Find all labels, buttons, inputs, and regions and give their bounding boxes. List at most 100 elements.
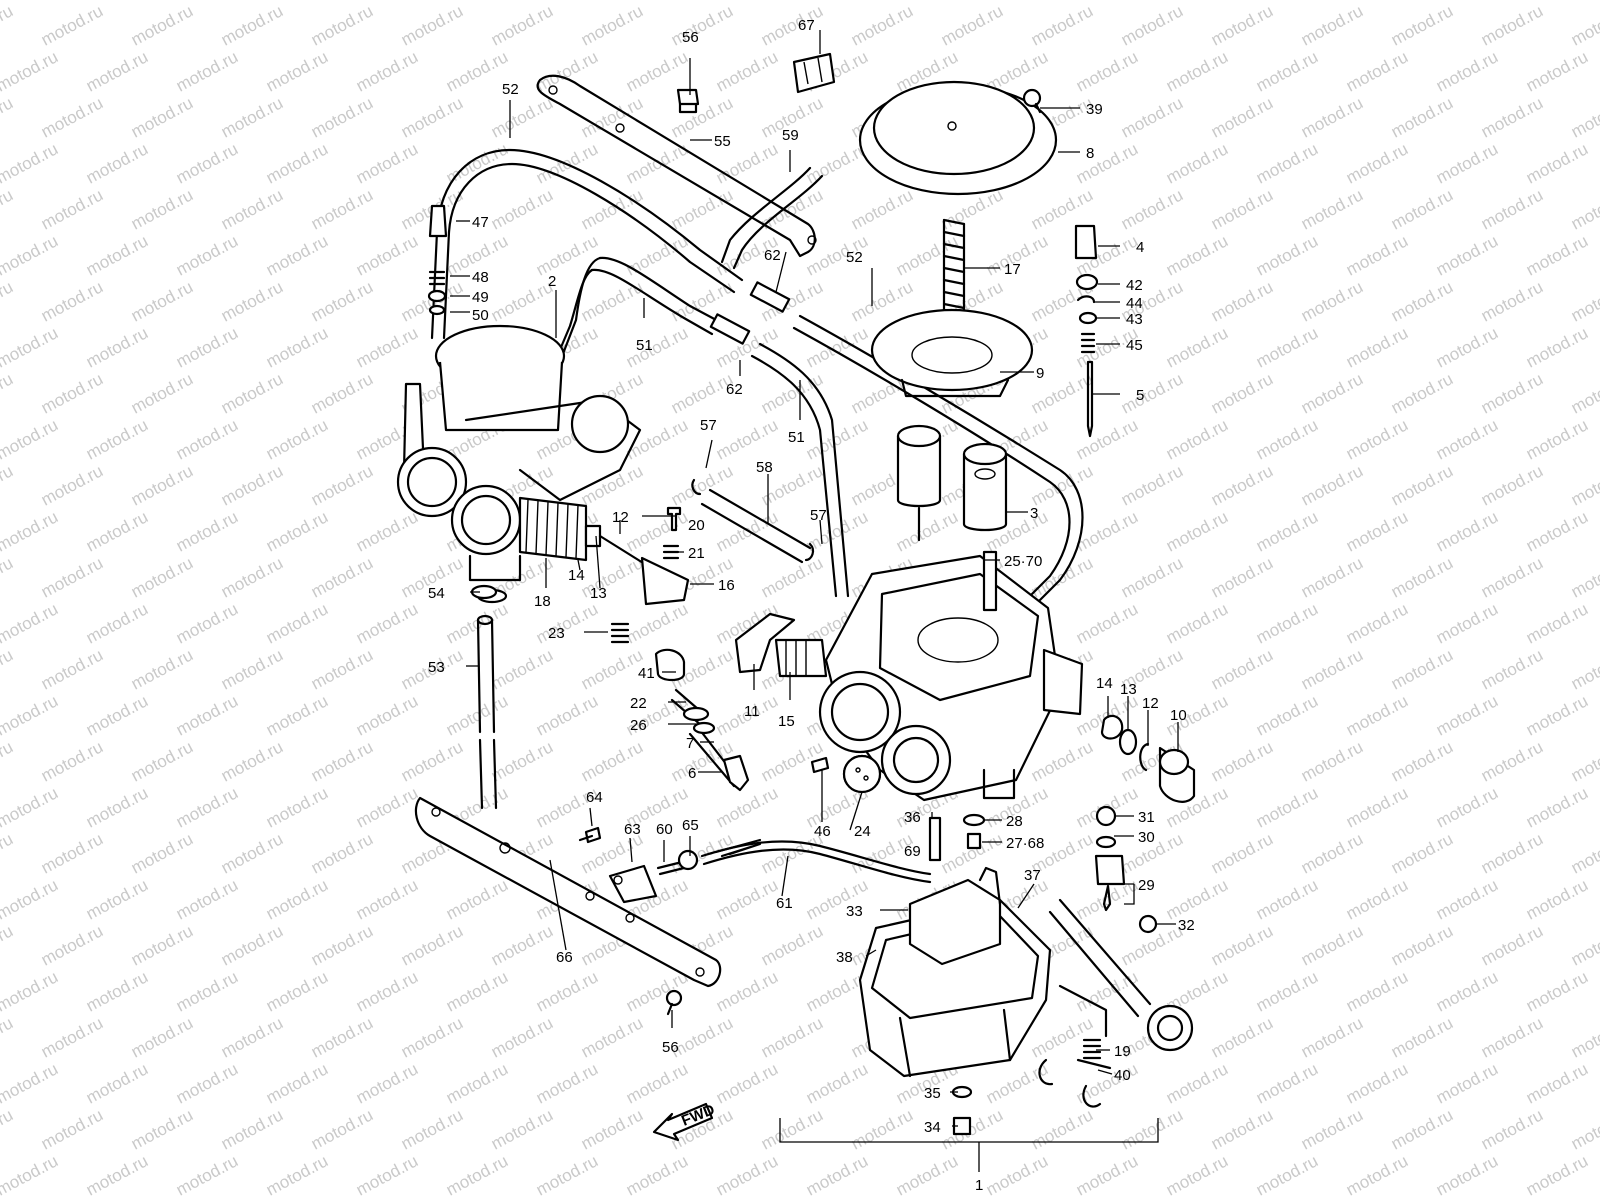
watermark-text: motod.ru <box>1478 1105 1546 1153</box>
watermark-text: motod.ru <box>218 277 286 325</box>
watermark-text: motod.ru <box>803 1059 871 1107</box>
watermark-text: motod.ru <box>83 139 151 187</box>
watermark-text: motod.ru <box>308 1013 376 1061</box>
callout-28: 28 <box>1006 813 1023 830</box>
watermark-text: motod.ru <box>1523 1059 1591 1107</box>
watermark-text: motod.ru <box>488 185 556 233</box>
watermark-text: motod.ru <box>353 599 421 647</box>
watermark-text: motod.ru <box>1343 139 1411 187</box>
watermark-text: motod.ru <box>1118 1 1186 49</box>
callout-29: 29 <box>1138 877 1155 894</box>
watermark-text: motod.ru <box>623 415 691 463</box>
watermark-text: motod.ru <box>398 1 466 49</box>
callout-52-right: 52 <box>846 249 863 266</box>
watermark-text: motod.ru <box>1163 507 1231 555</box>
callout-12-left: 12 <box>612 509 629 526</box>
watermark-text: motod.ru <box>0 1 16 49</box>
watermark-text: motod.ru <box>218 1 286 49</box>
callout-27-68: 27·68 <box>1006 835 1044 852</box>
watermark-text: motod.ru <box>578 277 646 325</box>
watermark-text: motod.ru <box>1208 921 1276 969</box>
callout-50: 50 <box>472 307 489 324</box>
watermark-text: motod.ru <box>1163 1059 1231 1107</box>
callout-33: 33 <box>846 903 863 920</box>
callout-31: 31 <box>1138 809 1155 826</box>
watermark-text: motod.ru <box>308 1 376 49</box>
watermark-text: motod.ru <box>488 921 556 969</box>
watermark-text: motod.ru <box>1298 185 1366 233</box>
watermark-text: motod.ru <box>1163 47 1231 95</box>
callout-36: 36 <box>904 809 921 826</box>
callout-18: 18 <box>534 593 551 610</box>
watermark-text: motod.ru <box>1298 921 1366 969</box>
callout-14-right: 14 <box>1096 675 1113 692</box>
watermark-text: motod.ru <box>1568 1013 1600 1061</box>
watermark-text: motod.ru <box>488 1013 556 1061</box>
watermark-text: motod.ru <box>0 829 16 877</box>
watermark-text: motod.ru <box>1478 93 1546 141</box>
watermark-text: motod.ru <box>0 691 61 739</box>
watermark-text: motod.ru <box>578 185 646 233</box>
watermark-text: motod.ru <box>623 1151 691 1199</box>
watermark-text: motod.ru <box>1073 415 1141 463</box>
watermark-text: motod.ru <box>263 783 331 831</box>
watermark-text: motod.ru <box>0 323 61 371</box>
callout-7: 7 <box>686 735 694 752</box>
watermark-text: motod.ru <box>533 1151 601 1199</box>
watermark-text: motod.ru <box>0 1151 61 1199</box>
watermark-text: motod.ru <box>1568 277 1600 325</box>
watermark-text: motod.ru <box>1343 323 1411 371</box>
watermark-text: motod.ru <box>1568 553 1600 601</box>
watermark-text: motod.ru <box>173 139 241 187</box>
watermark-text: motod.ru <box>38 553 106 601</box>
callout-3: 3 <box>1030 505 1038 522</box>
watermark-text: motod.ru <box>0 921 16 969</box>
watermark-text: motod.ru <box>1298 277 1366 325</box>
watermark-text: motod.ru <box>1298 369 1366 417</box>
watermark-text: motod.ru <box>1388 645 1456 693</box>
watermark-text: motod.ru <box>263 47 331 95</box>
watermark-text: motod.ru <box>758 1105 826 1153</box>
watermark-text: motod.ru <box>263 599 331 647</box>
watermark-text: motod.ru <box>218 645 286 693</box>
watermark-text: motod.ru <box>0 231 61 279</box>
watermark-text: motod.ru <box>1118 553 1186 601</box>
watermark-text: motod.ru <box>1298 645 1366 693</box>
watermark-text: motod.ru <box>713 47 781 95</box>
watermark-text: motod.ru <box>488 277 556 325</box>
watermark-text: motod.ru <box>308 553 376 601</box>
watermark-text: motod.ru <box>128 461 196 509</box>
watermark-text: motod.ru <box>1478 829 1546 877</box>
watermark-text: motod.ru <box>668 461 736 509</box>
callout-49: 49 <box>472 289 489 306</box>
watermark-text: motod.ru <box>1253 1059 1321 1107</box>
watermark-text: motod.ru <box>1028 461 1096 509</box>
watermark-text: motod.ru <box>1433 507 1501 555</box>
watermark-text: motod.ru <box>1433 323 1501 371</box>
callout-52: 52 <box>502 81 519 98</box>
callout-44: 44 <box>1126 295 1143 312</box>
watermark-text: motod.ru <box>83 599 151 647</box>
watermark-text: motod.ru <box>668 1 736 49</box>
watermark-text: motod.ru <box>1163 1151 1231 1199</box>
watermark-text: motod.ru <box>1073 599 1141 647</box>
watermark-text: motod.ru <box>1163 231 1231 279</box>
watermark-text: motod.ru <box>1343 231 1411 279</box>
watermark-text: motod.ru <box>0 93 16 141</box>
watermark-text: motod.ru <box>353 691 421 739</box>
callout-22: 22 <box>630 695 647 712</box>
watermark-text: motod.ru <box>263 967 331 1015</box>
watermark-text: motod.ru <box>218 1013 286 1061</box>
watermark-text: motod.ru <box>1478 1 1546 49</box>
watermark-text: motod.ru <box>938 1 1006 49</box>
watermark-text: motod.ru <box>0 599 61 647</box>
watermark-text: motod.ru <box>533 231 601 279</box>
watermark-text: motod.ru <box>1298 553 1366 601</box>
watermark-text: motod.ru <box>1433 875 1501 923</box>
callout-25-70: 25·70 <box>1004 553 1042 570</box>
callout-6: 6 <box>688 765 696 782</box>
watermark-text: motod.ru <box>173 783 241 831</box>
watermark-text: motod.ru <box>1433 783 1501 831</box>
callout-13-right: 13 <box>1120 681 1137 698</box>
watermark-text: motod.ru <box>83 691 151 739</box>
